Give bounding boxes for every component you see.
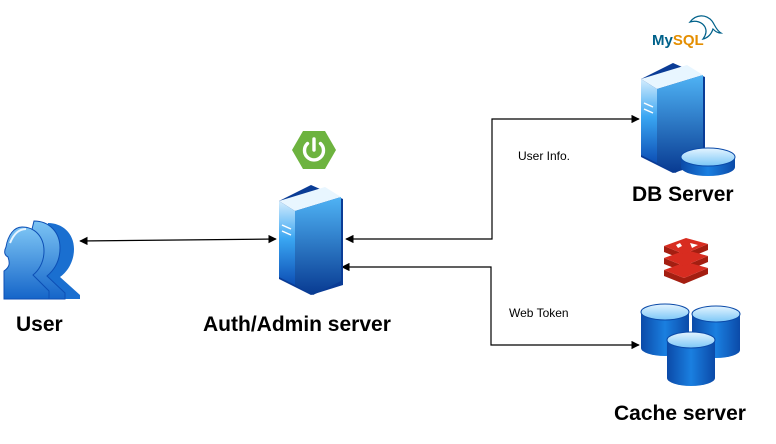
cache-server-icon (640, 303, 741, 386)
user-group-icon (3, 220, 80, 300)
edge-user-auth (79, 234, 277, 246)
mysql-logo: MySQL (652, 15, 724, 49)
auth-server-label: Auth/Admin server (203, 313, 391, 336)
edge-auth-db (345, 114, 640, 244)
db-server-icon (641, 63, 736, 176)
edge-label-user-info: User Info. (518, 149, 570, 163)
svg-text:MySQL: MySQL (652, 32, 704, 49)
redis-logo (664, 238, 708, 284)
edge-auth-cache (341, 262, 640, 350)
spring-logo (292, 131, 336, 169)
db-server-label: DB Server (632, 183, 734, 206)
cache-server-label: Cache server (614, 402, 746, 425)
user-label: User (16, 313, 63, 336)
edge-label-web-token: Web Token (509, 306, 569, 320)
auth-server-icon (279, 185, 343, 295)
